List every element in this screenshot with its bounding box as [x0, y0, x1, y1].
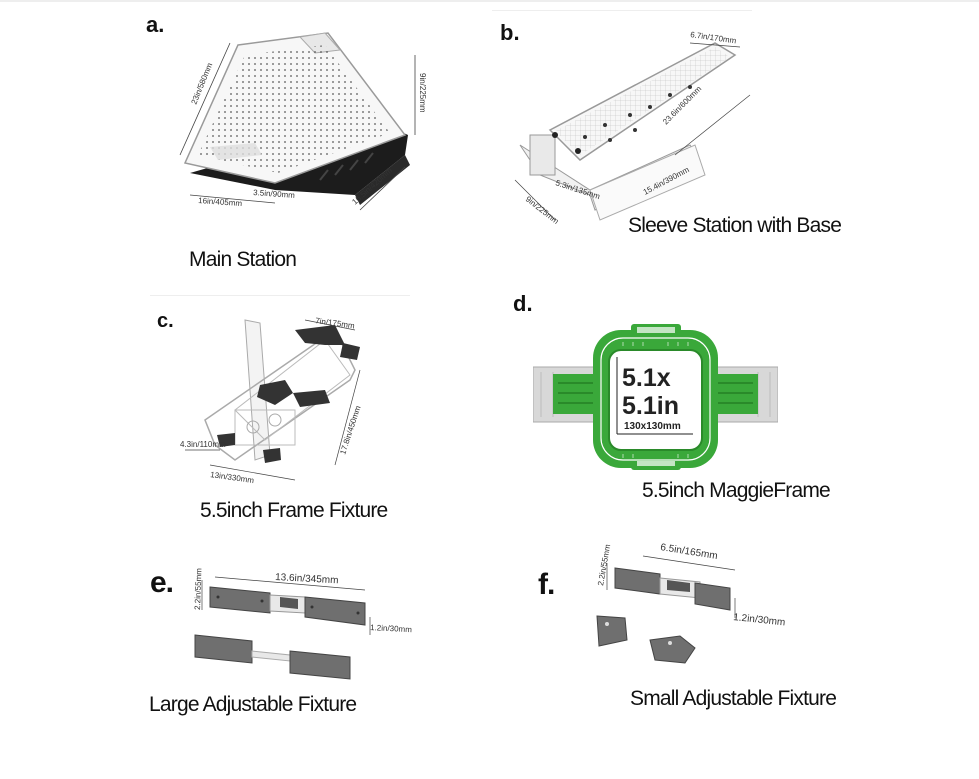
dim-label: 9in/225mm — [418, 73, 427, 113]
frame-size-line1: 5.1x — [622, 364, 671, 392]
frame-size-mm: 130x130mm — [624, 421, 681, 432]
main-station-illustration: 23in/580mm 9in/225mm 3.5in/90mm 16in/405… — [179, 32, 427, 211]
dim-label: 3.5in/90mm — [253, 188, 296, 200]
maggieframe-illustration: 5.1x 5.1in 130x130mm — [533, 324, 778, 470]
top-border — [0, 0, 979, 2]
dim-label: 4.3in/110mm — [180, 440, 226, 449]
dim-label: 1.2in/30mm — [733, 612, 786, 628]
dim-label: 13in/330mm — [210, 470, 255, 485]
panel-f-letter: f. — [538, 568, 555, 601]
dim-label: 2.2in/55mm — [596, 543, 612, 586]
panel-b-caption: Sleeve Station with Base — [628, 214, 842, 237]
panel-a-letter: a. — [146, 12, 165, 37]
separator-line — [150, 295, 410, 296]
frame-fixture-illustration: 7in/175mm 17.8in/450mm 4.3in/110mm 13in/… — [180, 316, 363, 485]
panel-c-caption: 5.5inch Frame Fixture — [200, 499, 388, 522]
panel-a-caption: Main Station — [189, 248, 297, 271]
frame-size-line2: 5.1in — [622, 392, 679, 420]
panel-f-caption: Small Adjustable Fixture — [630, 687, 837, 710]
small-fixture-illustration: 6.5in/165mm 2.2in/55mm 1.2in/30mm — [596, 542, 786, 664]
panel-d-caption: 5.5inch MaggieFrame — [642, 479, 831, 502]
panel-b-letter: b. — [500, 20, 520, 45]
panel-e-letter: e. — [150, 566, 174, 599]
panel-e-caption: Large Adjustable Fixture — [149, 693, 357, 716]
dim-label: 23in/580mm — [190, 61, 215, 106]
dim-label: 9in/225mm — [524, 194, 561, 225]
separator-line — [492, 10, 752, 11]
panel-d-letter: d. — [513, 291, 533, 316]
panel-c-letter: c. — [157, 310, 174, 332]
dim-label: 17.8in/450mm — [338, 404, 362, 455]
dim-label: 2.2in/55mm — [193, 568, 203, 610]
dim-label: 1.2in/30mm — [370, 623, 413, 634]
dim-label: 16in/405mm — [198, 196, 243, 208]
dim-label: 13.6in/345mm — [275, 572, 339, 586]
large-fixture-illustration: 13.6in/345mm 2.2in/55mm 1.2in/30mm — [193, 568, 413, 680]
sleeve-station-illustration: 6.7in/170mm 23.6in/600mm 5.3in/135mm 9in… — [514, 30, 751, 225]
dim-label: 6.5in/165mm — [660, 542, 719, 562]
